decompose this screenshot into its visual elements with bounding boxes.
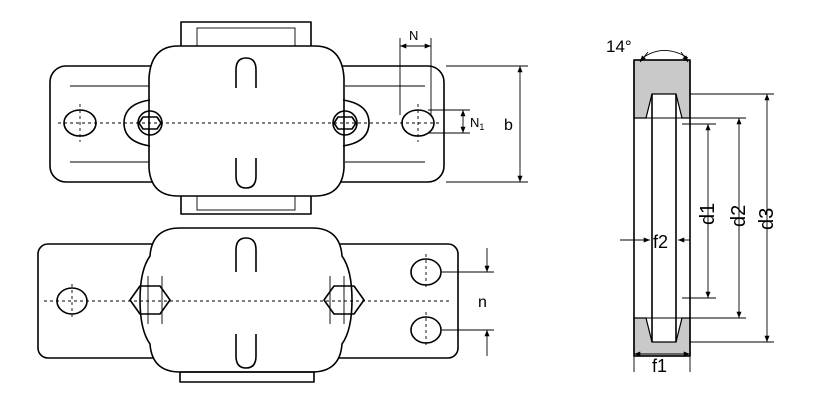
- front-housing-slot-lower: [235, 334, 257, 369]
- dimension-b: b: [446, 65, 528, 183]
- label-d1: d1: [697, 203, 719, 225]
- top-housing: [148, 45, 345, 197]
- top-housing-slot-lower: [235, 158, 257, 189]
- front-housing-slot-upper: [235, 237, 257, 272]
- label-N1: N1: [470, 115, 484, 132]
- dimension-f2: f2: [620, 232, 690, 252]
- ring-inner-lines: [634, 117, 690, 319]
- top-shaft-inner: [196, 27, 296, 49]
- front-housing-base: [179, 371, 315, 383]
- dimension-N: N: [399, 28, 432, 115]
- label-d3: d3: [756, 208, 778, 230]
- top-housing-slot-upper: [235, 57, 257, 88]
- front-bolt-right: [323, 276, 365, 324]
- label-d2: d2: [728, 205, 750, 227]
- dimension-n: n: [442, 248, 494, 356]
- top-shaft-inner-lower: [196, 195, 296, 211]
- dimension-angle: 14°: [606, 37, 689, 63]
- ring-wall-lower: [633, 317, 691, 357]
- label-f1: f1: [652, 356, 667, 376]
- label-b: b: [504, 117, 513, 134]
- ring-wall-upper: [633, 59, 691, 119]
- front-housing: [139, 227, 353, 373]
- label-N: N: [409, 28, 418, 43]
- front-bolt-left: [129, 276, 171, 324]
- top-housing-lug-right: [342, 99, 370, 147]
- dimension-f1: f1: [633, 351, 691, 376]
- label-f2: f2: [653, 232, 668, 252]
- front-view: [37, 227, 459, 383]
- dimension-d: d1 d2 d3: [682, 93, 778, 343]
- label-n: n: [478, 294, 487, 311]
- front-hole-axis: [71, 254, 427, 348]
- label-angle: 14°: [606, 37, 632, 56]
- ring-section: [633, 59, 691, 357]
- top-view: [49, 21, 445, 215]
- top-plate-inner-outline: [70, 85, 425, 163]
- dimension-N1: N1: [428, 109, 484, 134]
